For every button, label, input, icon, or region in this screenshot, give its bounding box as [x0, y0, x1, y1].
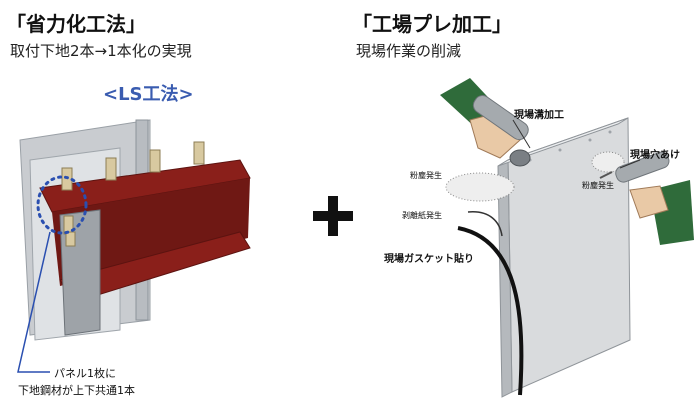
left-title: 「省力化工法」: [6, 12, 146, 36]
label-dust-right: 粉塵発生: [582, 181, 614, 190]
highlight-circle: [36, 175, 88, 235]
leader-groove: [512, 119, 531, 149]
prefab-panel-diagram: [440, 78, 694, 398]
leader-line: [17, 231, 51, 373]
note-line-1: パネル1枚に: [54, 367, 116, 380]
label-peel: 剥離紙発生: [402, 211, 442, 220]
peel-paper: [467, 211, 503, 237]
panel-holes: [528, 130, 612, 162]
note-line-2: 下地鋼材が上下共通1本: [18, 384, 135, 397]
panel-top-edge: [497, 117, 629, 167]
grinder-tool: [440, 78, 531, 167]
drill-tool: [599, 151, 694, 245]
steel-beam-web: [52, 178, 250, 286]
dust-cloud-left: [445, 172, 515, 202]
label-gasket: 現場ガスケット貼り: [384, 254, 474, 265]
leader-hole: [619, 159, 641, 169]
label-hole: 現場穴あけ: [630, 150, 680, 161]
left-subtitle: 取付下地2本→1本化の実現: [10, 42, 192, 60]
ls-method-diagram: [17, 119, 251, 373]
right-title: 「工場プレ加工」: [352, 12, 512, 36]
plus-symbol: [313, 196, 353, 236]
right-subtitle: 現場作業の削減: [356, 42, 462, 60]
dust-cloud-right: [591, 151, 625, 173]
label-groove: 現場溝加工: [514, 110, 564, 121]
gasket-strip: [457, 226, 524, 396]
ls-method-label: <LS工法>: [103, 84, 194, 105]
label-dust-left: 粉塵発生: [410, 171, 442, 180]
